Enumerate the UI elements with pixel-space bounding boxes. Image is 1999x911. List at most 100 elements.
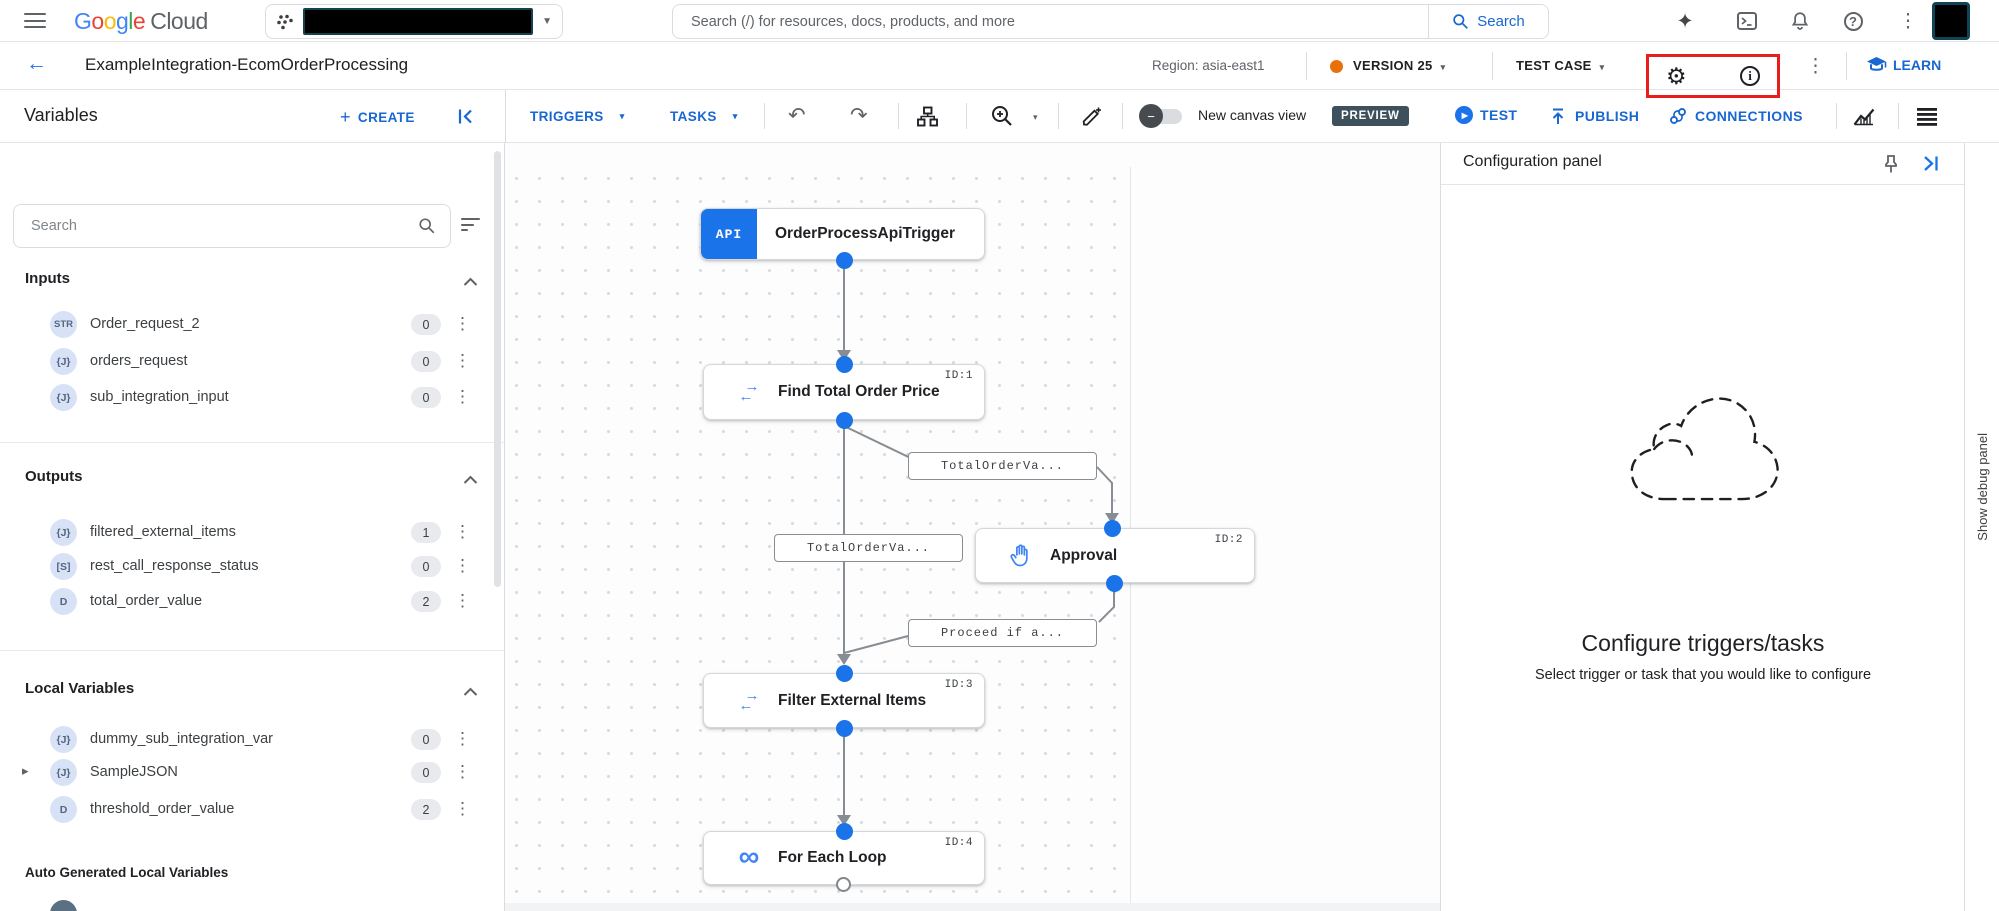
row-menu-icon[interactable]: ⋮ — [454, 522, 471, 541]
notifications-icon[interactable] — [1788, 9, 1812, 33]
variable-row-total-order-value[interactable]: D total_order_value 2 ⋮ — [0, 588, 497, 616]
overflow-menu-icon[interactable]: ⋮ — [1896, 9, 1920, 33]
connection-point-open[interactable] — [836, 877, 851, 892]
page-title: ExampleIntegration-EcomOrderProcessing — [85, 55, 409, 74]
info-icon[interactable]: i — [1740, 66, 1760, 86]
variable-row-order-request-2[interactable]: STR Order_request_2 0 ⋮ — [0, 311, 497, 339]
row-menu-icon[interactable]: ⋮ — [454, 314, 471, 333]
zoom-caret-icon[interactable]: ▾ — [1033, 112, 1038, 122]
pin-icon[interactable] — [1881, 153, 1901, 180]
variable-row-rest-call-response-status[interactable]: [S] rest_call_response_status 0 ⋮ — [0, 553, 497, 581]
publish-button[interactable]: PUBLISH — [1548, 106, 1639, 126]
annotation-highlight-box: ⚙ i — [1646, 54, 1780, 98]
hamburger-menu-icon[interactable] — [24, 13, 46, 29]
api-trigger-icon: API — [701, 209, 757, 259]
variable-row-orders-request[interactable]: {J} orders_request 0 ⋮ — [0, 348, 497, 376]
connection-point[interactable] — [1104, 520, 1121, 537]
global-search-button[interactable]: Search — [1428, 5, 1548, 38]
show-debug-panel-button[interactable]: Show debug panel — [1974, 433, 1990, 541]
project-selector[interactable]: ▼ — [265, 4, 563, 39]
edge-label-proceed-if[interactable]: Proceed if a... — [908, 619, 1097, 647]
connection-point[interactable] — [836, 412, 853, 429]
connection-point[interactable] — [836, 665, 853, 682]
arrow-left-glyph: ← — [738, 696, 754, 714]
usage-count-badge: 0 — [411, 762, 441, 783]
version-dropdown[interactable]: VERSION 25▾ — [1353, 58, 1445, 73]
triggers-dropdown[interactable]: TRIGGERS▾ — [530, 109, 625, 124]
local-variables-section-title: Local Variables — [25, 680, 135, 697]
empty-state-title: Configure triggers/tasks — [1581, 630, 1825, 656]
zoom-control-icon[interactable] — [990, 104, 1014, 133]
edge-label-total-order-value-top[interactable]: TotalOrderVa... — [908, 452, 1097, 480]
gemini-icon[interactable]: ✦ — [1673, 9, 1697, 33]
node-id-label: ID:1 — [944, 370, 973, 382]
sidebar-scrollbar[interactable] — [494, 151, 501, 587]
logo-letter: g — [115, 8, 129, 34]
row-menu-icon[interactable]: ⋮ — [454, 762, 471, 781]
undo-icon[interactable]: ↶ — [788, 104, 806, 127]
test-case-dropdown[interactable]: TEST CASE▾ — [1516, 58, 1604, 73]
connection-point[interactable] — [836, 720, 853, 737]
publish-icon — [1552, 108, 1564, 124]
help-icon[interactable]: ? — [1841, 9, 1865, 33]
variables-search — [13, 204, 451, 248]
row-menu-icon[interactable]: ⋮ — [454, 556, 471, 575]
connection-point[interactable] — [1106, 575, 1123, 592]
node-approval[interactable]: ID:2 Approval — [975, 528, 1255, 583]
connection-point[interactable] — [836, 252, 853, 269]
create-variable-button[interactable]: +CREATE — [340, 107, 415, 128]
expand-triangle-icon[interactable]: ▸ — [22, 763, 29, 778]
back-button[interactable]: ← — [26, 52, 47, 75]
global-search: Search — [672, 4, 1549, 39]
flow-canvas[interactable]: TotalOrderVa... TotalOrderVa... Proceed … — [505, 143, 1440, 911]
tasks-dropdown[interactable]: TASKS▾ — [670, 109, 738, 124]
variable-row-filtered-external-items[interactable]: {J} filtered_external_items 1 ⋮ — [0, 519, 497, 547]
local-variables-collapse-icon[interactable] — [463, 684, 478, 702]
settings-gear-icon[interactable]: ⚙ — [1666, 62, 1687, 89]
variable-name: total_order_value — [90, 593, 203, 609]
inputs-collapse-icon[interactable] — [463, 274, 478, 292]
edge-label-total-order-value-left[interactable]: TotalOrderVa... — [774, 534, 963, 562]
user-avatar[interactable] — [1932, 2, 1970, 40]
main-region: Inputs STR Order_request_2 0 ⋮ {J} order… — [0, 143, 1999, 911]
connection-point[interactable] — [836, 823, 853, 840]
row-menu-icon[interactable]: ⋮ — [454, 387, 471, 406]
row-menu-icon[interactable]: ⋮ — [454, 351, 471, 370]
outputs-section-title: Outputs — [25, 468, 83, 485]
logs-icon[interactable] — [1916, 107, 1938, 131]
cloud-shell-icon[interactable] — [1735, 9, 1759, 33]
variable-row-dummy-sub-integration-var[interactable]: {J} dummy_sub_integration_var 0 ⋮ — [0, 726, 497, 754]
new-canvas-view-toggle[interactable]: − — [1139, 104, 1182, 128]
node-for-each-loop[interactable]: ID:4 ∞ For Each Loop — [703, 831, 985, 885]
variable-row-sub-integration-input[interactable]: {J} sub_integration_input 0 ⋮ — [0, 384, 497, 412]
connections-button[interactable]: CONNECTIONS — [1668, 106, 1803, 126]
canvas-horizontal-scrollbar[interactable] — [505, 903, 1440, 911]
test-button[interactable]: ▶ TEST — [1455, 106, 1517, 124]
search-button-label: Search — [1477, 13, 1525, 30]
outputs-collapse-icon[interactable] — [463, 472, 478, 490]
global-search-input[interactable] — [673, 13, 1428, 30]
type-badge-json: {J} — [50, 348, 77, 375]
connection-point[interactable] — [836, 356, 853, 373]
collapse-panel-icon[interactable] — [457, 107, 476, 131]
variables-search-input[interactable] — [14, 205, 450, 247]
header-overflow-icon[interactable]: ⋮ — [1806, 56, 1825, 77]
variable-row-threshold-order-value[interactable]: D threshold_order_value 2 ⋮ — [0, 796, 497, 824]
divider — [1058, 103, 1059, 129]
divider — [505, 90, 506, 143]
metrics-icon[interactable] — [1852, 105, 1876, 133]
node-order-process-api-trigger[interactable]: API OrderProcessApiTrigger — [700, 208, 985, 260]
row-menu-icon[interactable]: ⋮ — [454, 729, 471, 748]
row-menu-icon[interactable]: ⋮ — [454, 799, 471, 818]
variable-row-samplejson[interactable]: ▸ {J} SampleJSON 0 ⋮ — [0, 759, 497, 787]
node-filter-external-items[interactable]: ID:3 →← Filter External Items — [703, 673, 985, 728]
learn-link[interactable]: LEARN — [1866, 56, 1941, 73]
row-menu-icon[interactable]: ⋮ — [454, 591, 471, 610]
redo-icon[interactable]: ↷ — [850, 104, 868, 127]
connections-label: CONNECTIONS — [1695, 108, 1803, 124]
collapse-panel-right-icon[interactable] — [1921, 154, 1941, 178]
magic-edit-icon[interactable] — [1080, 105, 1103, 133]
auto-layout-icon[interactable] — [916, 105, 939, 133]
filter-icon[interactable] — [461, 218, 480, 233]
node-find-total-order-price[interactable]: ID:1 →← Find Total Order Price — [703, 364, 985, 420]
